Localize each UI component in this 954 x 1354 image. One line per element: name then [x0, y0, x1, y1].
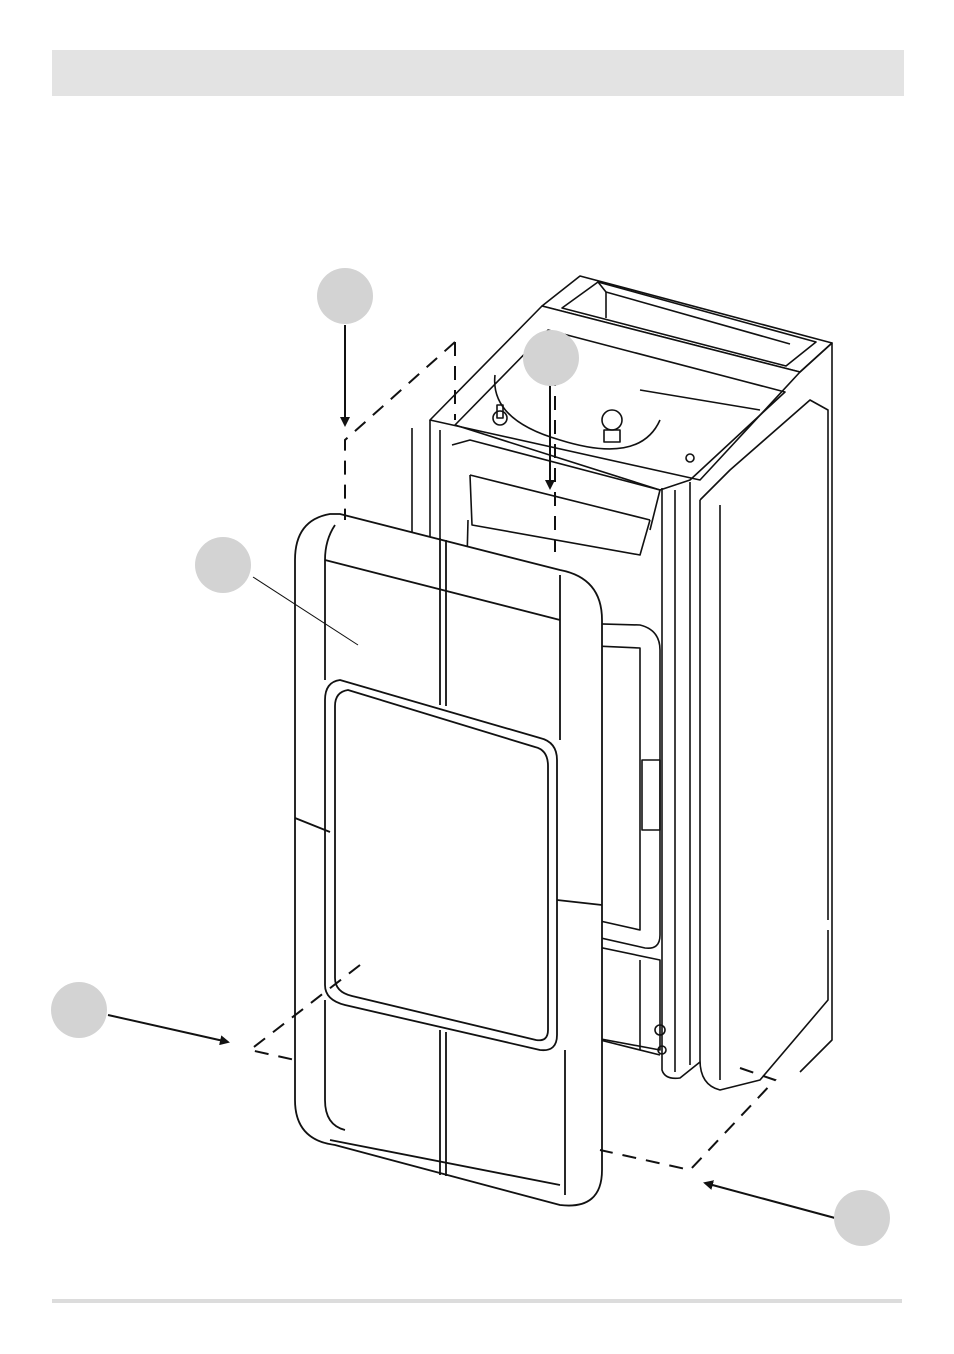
center-arrow-callout — [523, 330, 579, 386]
direction-arrows — [107, 325, 836, 1219]
left-arrow — [107, 1014, 230, 1046]
header-bar — [52, 50, 904, 96]
front-cladding-panel — [294, 513, 603, 1207]
right-arrow-callout — [834, 1190, 890, 1246]
top-arrow-callout — [317, 268, 373, 324]
dashed-outline — [247, 341, 777, 1172]
stove-body — [411, 275, 833, 1091]
front-panel-callout — [195, 537, 251, 593]
right-arrow — [703, 1180, 836, 1219]
left-arrow-callout — [51, 982, 107, 1038]
callouts — [51, 268, 890, 1246]
footer-rule — [52, 1299, 902, 1303]
panel-leader-line — [252, 576, 359, 646]
